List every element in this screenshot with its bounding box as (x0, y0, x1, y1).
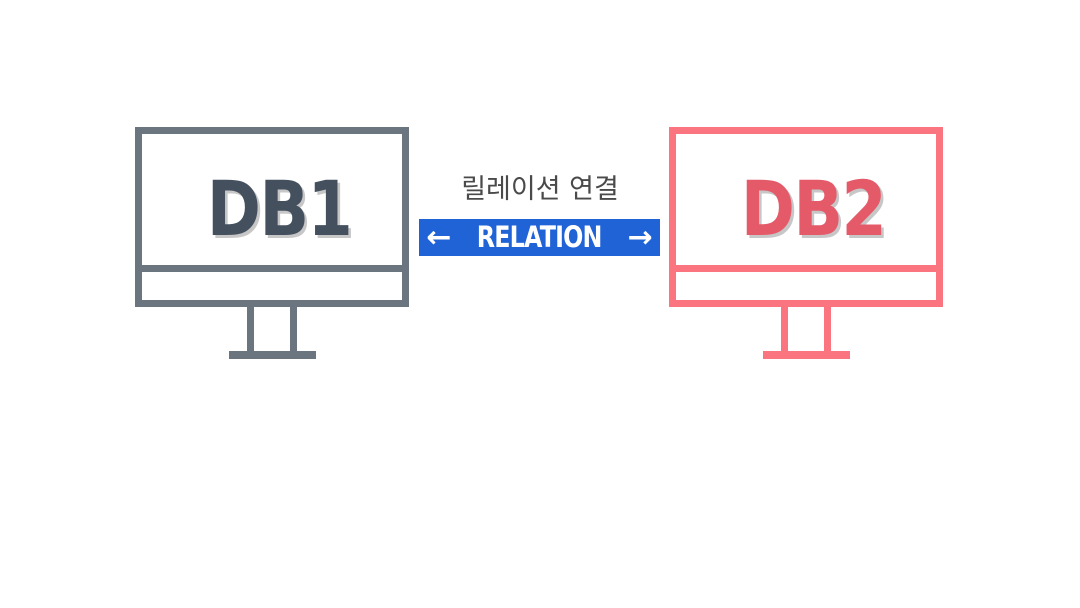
db1-monitor-chin (135, 265, 409, 272)
relation-label: RELATION (477, 220, 603, 254)
relation-bar: ← RELATION → (419, 219, 660, 256)
db2-monitor-neck (781, 307, 831, 351)
db1-monitor-neck (247, 307, 297, 351)
db1-monitor-screen: DB1 (135, 127, 409, 307)
arrow-right-icon: → (627, 220, 653, 255)
db2-monitor-base (763, 351, 850, 359)
arrow-left-icon: ← (426, 220, 452, 255)
db2-monitor-chin (669, 265, 943, 272)
db2-label: DB2 (740, 164, 887, 253)
db2-monitor-screen: DB2 (669, 127, 943, 307)
db2-monitor: DB2 (669, 127, 943, 359)
db1-monitor: DB1 (135, 127, 409, 359)
db1-label: DB1 (206, 164, 353, 253)
db1-monitor-base (229, 351, 316, 359)
relation-caption: 릴레이션 연결 (461, 174, 619, 205)
